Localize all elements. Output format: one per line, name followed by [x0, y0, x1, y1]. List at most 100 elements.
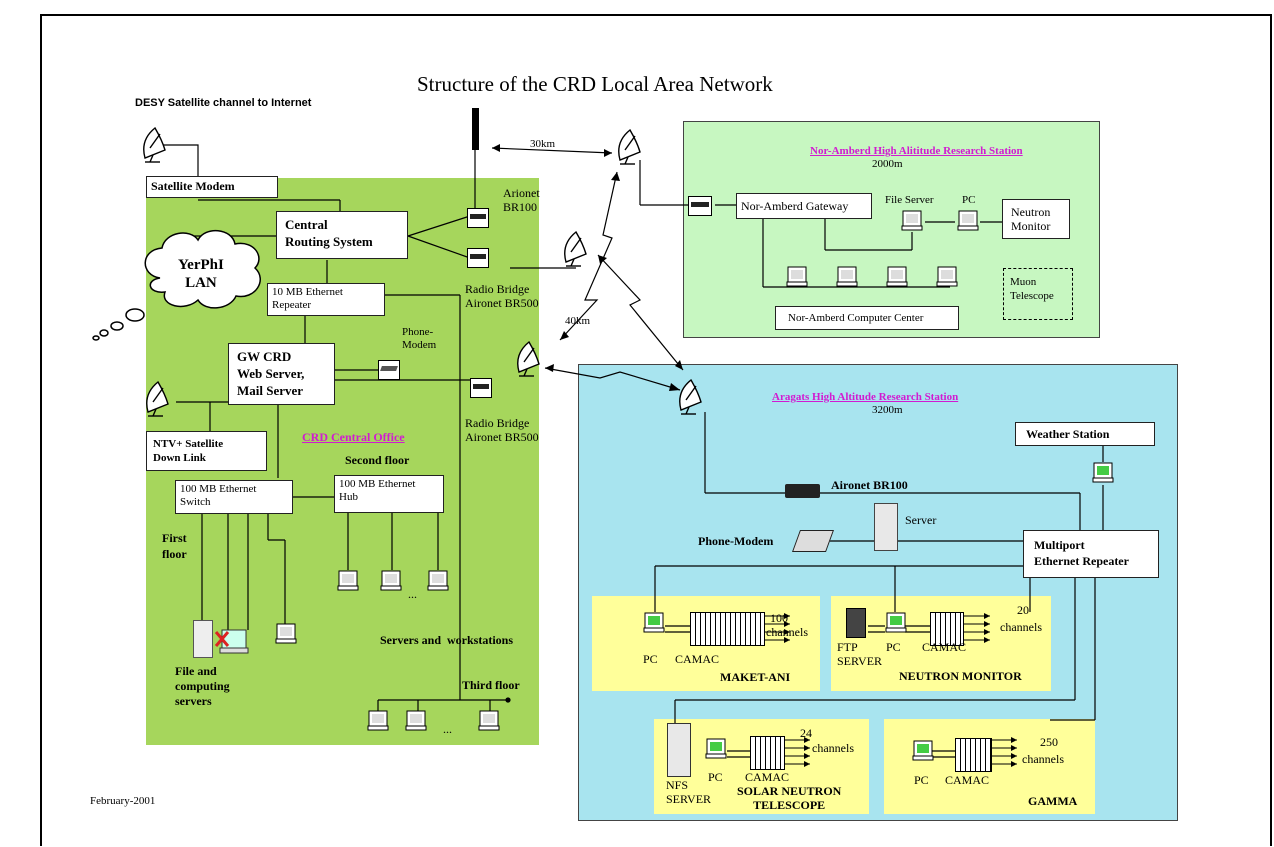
pc-icon: [427, 570, 449, 592]
solar-channels: channels: [812, 741, 854, 755]
pc-icon: [885, 612, 907, 634]
third-floor-ellipsis: ...: [443, 722, 452, 736]
satellite-dish-icon: [517, 340, 540, 377]
radio-bridge-icon: [467, 208, 489, 228]
neutron-name: NEUTRON MONITOR: [899, 669, 1022, 683]
solar-pc-label: PC: [708, 770, 723, 784]
ntv-downlink-box: NTV+ Satellite Down Link: [146, 431, 267, 471]
camac-crate-icon: [930, 612, 964, 646]
satellite-dish-icon: [146, 380, 169, 417]
gamma-count: 250: [1040, 735, 1058, 749]
desy-label: DESY Satellite channel to Internet: [135, 97, 312, 109]
diagram-title: Structure of the CRD Local Area Network: [417, 72, 773, 96]
pc-icon: [1092, 462, 1114, 484]
neutron-monitor-box: Neutron Monitor: [1002, 199, 1070, 239]
first-floor-label: First floor: [162, 531, 187, 561]
nor-amberd-gateway-box: Nor-Amberd Gateway: [736, 193, 872, 219]
solar-name: SOLAR NEUTRON TELESCOPE: [737, 784, 842, 812]
satellite-dish-icon: [564, 230, 587, 267]
gamma-channels: channels: [1022, 752, 1064, 766]
aragats-alt: 3200m: [872, 404, 903, 416]
satellite-dish-icon: [679, 378, 702, 415]
muon-telescope-box: Muon Telescope: [1003, 268, 1073, 320]
satellite-dish-icon: [143, 126, 166, 163]
second-floor-label: Second floor: [345, 453, 410, 467]
pc-icon: [405, 710, 427, 732]
aragats-server-label: Server: [905, 513, 937, 527]
solar-camac-label: CAMAC: [745, 770, 790, 784]
server-tower-icon: [846, 608, 866, 638]
radio-bridge-icon: [470, 378, 492, 398]
server-tower-icon: [193, 620, 213, 658]
gamma-camac-label: CAMAC: [945, 773, 990, 787]
link-40km: 40km: [565, 315, 591, 327]
link-30km: 30km: [530, 138, 556, 150]
multiport-repeater-box: Multiport Ethernet Repeater: [1023, 530, 1159, 578]
pc-icon: [786, 266, 808, 288]
pc-icon: [275, 623, 297, 645]
solar-count: 24: [800, 726, 812, 740]
computer-center-box: Nor-Amberd Computer Center: [775, 306, 959, 330]
third-floor-label: Third floor: [462, 678, 520, 692]
maket-name: MAKET-ANI: [720, 670, 791, 684]
file-servers-label: File and computing servers: [175, 664, 230, 708]
phone-modem-label: Phone- Modem: [402, 326, 437, 351]
pc-icon: [643, 612, 665, 634]
servers-workstations-label: Servers and workstations: [380, 633, 514, 647]
radio-bridge-icon: [688, 196, 712, 216]
hub-ellipsis: ...: [408, 587, 417, 601]
workstation-icon: [214, 628, 250, 654]
eth10-repeater-box: 10 MB Ethernet Repeater: [267, 283, 385, 316]
nfs-server-label: NFS SERVER: [666, 778, 712, 806]
neutron-pc-label: PC: [886, 640, 901, 654]
pc-icon: [380, 570, 402, 592]
radio-bridge-2-label: Radio Bridge Aironet BR500: [465, 416, 539, 444]
server-tower-icon: [667, 723, 691, 777]
maket-count: 100: [770, 611, 788, 625]
camac-crate-icon: [750, 736, 785, 770]
pc-icon: [957, 210, 979, 232]
maket-pc-label: PC: [643, 652, 658, 666]
yerphi-label: YerPhI LAN: [178, 257, 224, 291]
radio-bridge-icon: [785, 484, 820, 498]
neutron-channels: channels: [1000, 620, 1042, 634]
pc-icon: [886, 266, 908, 288]
server-tower-icon: [874, 503, 898, 551]
crd-office-label: CRD Central Office: [302, 430, 405, 444]
pc-icon: [705, 738, 727, 760]
maket-camac-label: CAMAC: [675, 652, 720, 666]
central-routing-box: Central Routing System: [276, 211, 408, 259]
pc-icon: [936, 266, 958, 288]
aragats-title: Aragats High Altitude Research Station: [772, 391, 959, 403]
aragats-phone-modem-label: Phone-Modem: [698, 534, 774, 548]
camac-crate-icon: [955, 738, 992, 772]
satellite-dish-icon: [618, 128, 641, 165]
pc-icon: [836, 266, 858, 288]
maket-channels: channels: [766, 625, 808, 639]
pc-icon: [901, 210, 923, 232]
ftp-server-label: FTP SERVER: [837, 640, 883, 668]
date-label: February-2001: [90, 795, 156, 807]
nor-amberd-alt: 2000m: [872, 158, 903, 170]
nor-pc-label: PC: [962, 194, 976, 206]
gw-crd-box: GW CRD Web Server, Mail Server: [228, 343, 335, 405]
gamma-name: GAMMA: [1028, 794, 1078, 808]
nor-amberd-title: Nor-Amberd High Alititude Research Stati…: [810, 145, 1023, 157]
frame: [40, 14, 1272, 846]
phone-modem-icon: [378, 360, 400, 380]
radio-bridge-1-label: Radio Bridge Aironet BR500: [465, 282, 539, 310]
pc-icon: [912, 740, 934, 762]
radio-bridge-icon: [467, 248, 489, 268]
neutron-count: 20: [1017, 603, 1029, 617]
neutron-camac-label: CAMAC: [922, 640, 967, 654]
file-server-label: File Server: [885, 194, 934, 206]
weather-station-box: Weather Station: [1015, 422, 1155, 446]
satellite-modem-box: Satellite Modem: [146, 176, 278, 198]
eth100-hub-box: 100 MB Ethernet Hub: [334, 475, 444, 513]
pc-icon: [367, 710, 389, 732]
pc-icon: [337, 570, 359, 592]
aragats-aironet-label: Aironet BR100: [831, 478, 908, 492]
arionet-label: Arionet BR100: [503, 186, 540, 214]
